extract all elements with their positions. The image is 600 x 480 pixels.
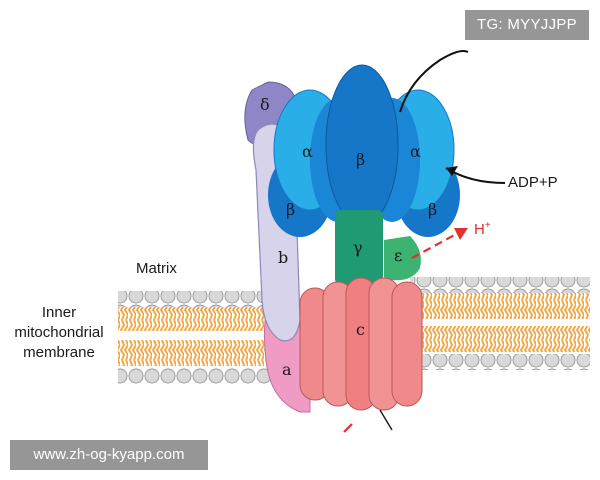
- tg-watermark: TG: MYYJJPP: [465, 10, 589, 40]
- url-watermark: www.zh-og-kyapp.com: [10, 440, 208, 470]
- proton-text: H: [474, 221, 485, 238]
- inner-membrane-label: Inner mitochondrial membrane: [4, 303, 114, 363]
- epsilon-subunit: [384, 236, 421, 281]
- inner-membrane-line3: membrane: [23, 344, 95, 361]
- a-label: a: [282, 360, 292, 379]
- proton-entry-mark: [343, 423, 353, 433]
- proton-label: H+: [474, 220, 491, 238]
- epsilon-label: ε: [394, 246, 403, 265]
- beta-left-label: β: [286, 200, 296, 219]
- inner-membrane-line1: Inner: [41, 304, 77, 321]
- delta-label: δ: [260, 95, 270, 114]
- b-label: b: [278, 248, 289, 267]
- c-label: c: [356, 320, 365, 339]
- beta-center-label: β: [356, 150, 366, 169]
- gamma-subunit: [335, 210, 383, 285]
- proton-arrow: [411, 231, 461, 259]
- c-ring-stem: [379, 409, 393, 431]
- adp-label: ADP+P: [508, 174, 558, 191]
- membrane-left: [118, 291, 270, 384]
- proton-charge: +: [484, 220, 491, 231]
- beta-center-lobe: [325, 64, 399, 226]
- gamma-label: γ: [353, 238, 363, 257]
- alpha-left-label: α: [302, 142, 313, 161]
- proton-arrowhead: [454, 228, 468, 240]
- membrane-right: [410, 277, 590, 370]
- atp-release-arrow: [399, 50, 469, 113]
- inner-membrane-line2: mitochondrial: [14, 324, 104, 341]
- matrix-label: Matrix: [136, 260, 177, 277]
- alpha-right-label: α: [410, 142, 421, 161]
- beta-right-label: β: [428, 200, 438, 219]
- c-ring: [299, 277, 423, 411]
- adp-arrowhead: [446, 166, 458, 176]
